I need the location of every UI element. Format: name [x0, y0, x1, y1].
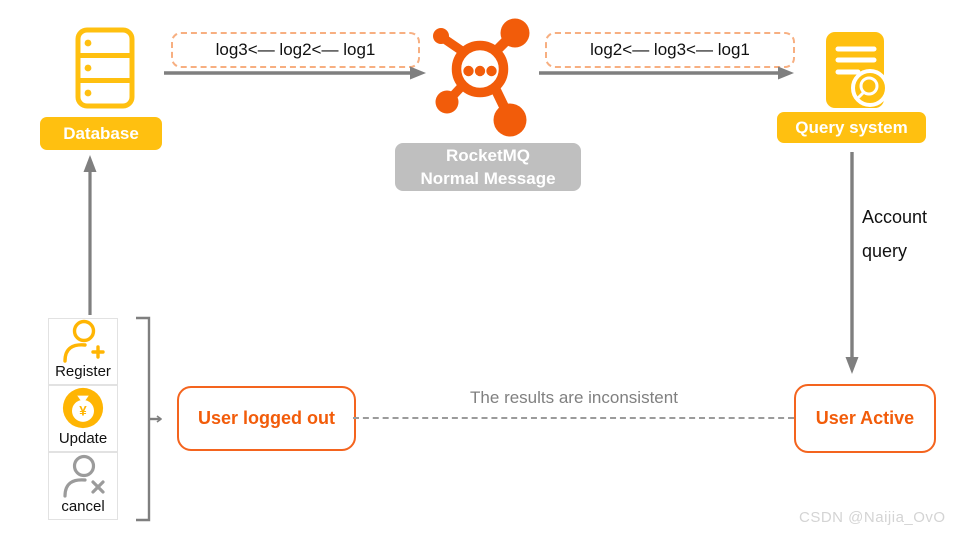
- account-query-line2: query: [862, 241, 908, 261]
- arrow-query-to-active: [845, 152, 859, 374]
- arrow-mq-to-query: [539, 66, 794, 80]
- money-bag-icon: ¥: [62, 387, 104, 429]
- user-add-icon: [63, 319, 105, 363]
- arrow-actions-to-db: [83, 155, 97, 315]
- watermark: CSDN @Naijia_OvO: [799, 509, 946, 526]
- rocketmq-label-line1: RocketMQ: [445, 146, 531, 165]
- user-active-node: User Active: [794, 384, 936, 453]
- inconsistency-dashed-line: [353, 417, 794, 419]
- action-label-update: Update: [58, 430, 108, 447]
- rocketmq-logo-icon: [433, 18, 530, 137]
- arrow-db-to-mq: [164, 66, 426, 80]
- action-box-register: Register: [48, 318, 118, 385]
- account-query-edge-label: Account query: [862, 200, 927, 268]
- user-logged-out-node: User logged out: [177, 386, 356, 451]
- svg-text:¥: ¥: [79, 404, 87, 419]
- user-remove-icon: [63, 454, 105, 498]
- message-log-db-to-mq: log3<— log2<— log1: [171, 32, 420, 68]
- query-system-node-label: Query system: [777, 112, 926, 143]
- rocketmq-node-label: RocketMQ Normal Message: [395, 143, 581, 191]
- database-icon: [75, 27, 135, 109]
- database-node-label: Database: [40, 117, 162, 150]
- message-log-mq-to-query: log2<— log3<— log1: [545, 32, 795, 68]
- action-label-register: Register: [55, 363, 111, 380]
- group-bracket: [136, 316, 162, 522]
- query-system-icon: [826, 32, 889, 108]
- action-box-update: ¥ Update: [48, 385, 118, 452]
- action-box-cancel: cancel: [48, 452, 118, 520]
- account-query-line1: Account: [862, 207, 928, 227]
- action-label-cancel: cancel: [61, 498, 105, 515]
- rocketmq-label-line2: Normal Message: [420, 169, 556, 188]
- inconsistency-label: The results are inconsistent: [470, 388, 678, 407]
